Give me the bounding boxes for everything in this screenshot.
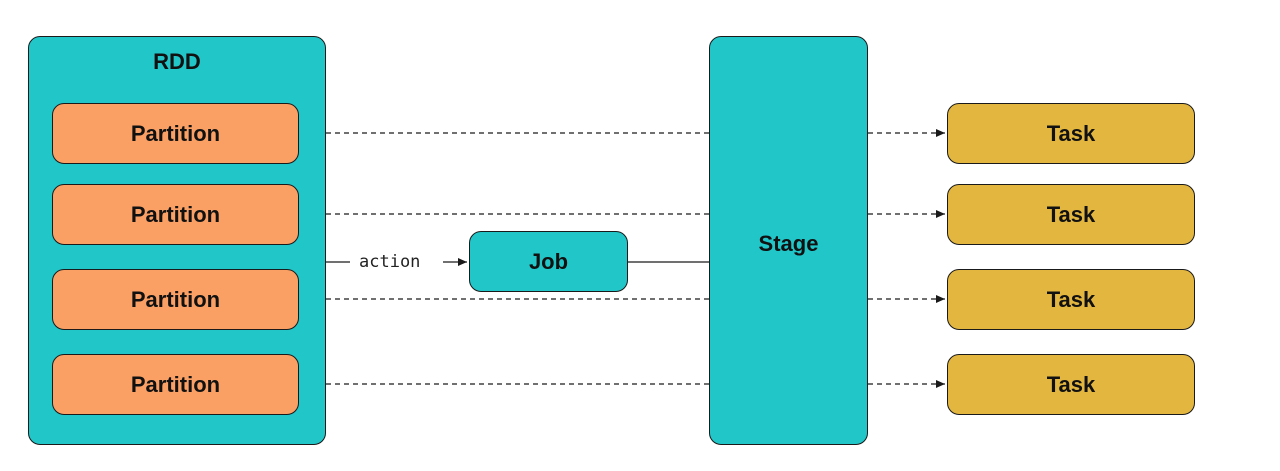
task-box: Task — [947, 184, 1195, 245]
partition-box: Partition — [52, 354, 299, 415]
job-label: Job — [528, 248, 569, 274]
task-label: Task — [1046, 201, 1096, 227]
task-label: Task — [1046, 286, 1096, 312]
task-label: Task — [1046, 120, 1096, 146]
partition-box: Partition — [52, 269, 299, 330]
action-label: action — [357, 252, 423, 272]
task-box: Task — [947, 103, 1195, 164]
task-box: Task — [947, 269, 1195, 330]
stage-label: Stage — [758, 231, 819, 256]
stage-box: Stage — [709, 36, 868, 445]
partition-label: Partition — [130, 371, 221, 397]
partition-label: Partition — [130, 201, 221, 227]
partition-label: Partition — [130, 120, 221, 146]
partition-label: Partition — [130, 286, 221, 312]
task-label: Task — [1046, 371, 1096, 397]
job-box: Job — [469, 231, 628, 292]
rdd-title: RDD — [153, 49, 201, 74]
partition-box: Partition — [52, 184, 299, 245]
task-box: Task — [947, 354, 1195, 415]
partition-box: Partition — [52, 103, 299, 164]
